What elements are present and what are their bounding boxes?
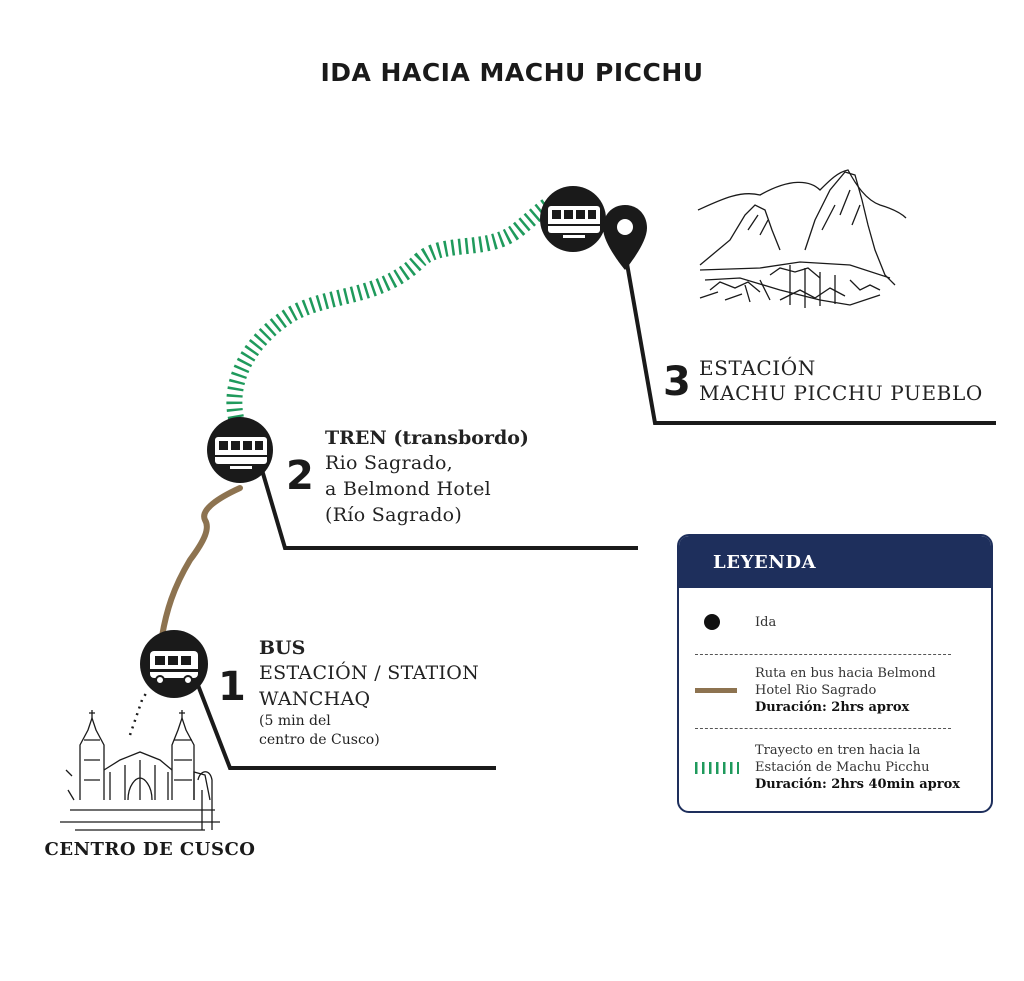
legend-bus-duration: Duración: 2hrs aprox [755,700,910,715]
stop-1-note-2: centro de Cusco) [259,732,380,748]
legend-title: LEYENDA [679,536,991,588]
stop-3-line-2: MACHU PICCHU PUEBLO [699,381,983,405]
stop-1-number: 1 [218,664,246,710]
legend-train-line-1: Trayecto en tren hacia la [755,743,921,758]
stop-2-line-3: (Río Sagrado) [325,504,463,526]
origin-connector [128,689,150,736]
stop-1-details: BUS ESTACIÓN / STATION WANCHAQ (5 min de… [259,636,479,750]
legend-box: LEYENDA Ida Ruta en bus hacia Belmond Ho… [677,534,993,813]
stop-3-details: ESTACIÓN MACHU PICCHU PUEBLO [699,356,983,406]
legend-item-train: Trayecto en tren hacia la Estación de Ma… [755,742,960,793]
origin-label: CENTRO DE CUSCO [44,839,256,860]
stop-1-note-1: (5 min del [259,713,331,729]
stop-2-mode: TREN (transbordo) [325,427,529,449]
machu-picchu-illustration [697,169,907,308]
train-icon [207,417,273,483]
legend-item-bus: Ruta en bus hacia Belmond Hotel Rio Sagr… [755,665,936,716]
legend-item-ida: Ida [755,615,777,630]
bus-icon [140,630,208,698]
stop-2-line-2: a Belmond Hotel [325,478,492,500]
stop-1-mode: BUS [259,637,306,659]
stop-3-line-1: ESTACIÓN [699,356,816,380]
legend-bus-line-1: Ruta en bus hacia Belmond [755,666,936,681]
legend-dot-icon [704,614,720,630]
legend-bus-route-swatch [695,688,737,693]
stop-2-line-1: Rio Sagrado, [325,452,454,474]
stop-2-leader-line [260,469,638,550]
legend-train-duration: Duración: 2hrs 40min aprox [755,777,961,792]
cusco-cathedral-illustration [60,710,220,831]
page-title: IDA HACIA MACHU PICCHU [320,58,704,87]
stop-2-details: TREN (transbordo) Rio Sagrado, a Belmond… [325,426,529,528]
legend-divider [695,728,951,729]
stop-3-number: 3 [663,359,691,405]
train-route-line [226,198,553,420]
map-pin-icon [603,205,647,270]
stop-1-line-1: ESTACIÓN / STATION [259,662,480,684]
bus-route-line [157,485,243,653]
legend-train-route-swatch [695,762,739,774]
stop-1-leader-line [194,679,496,770]
train-icon-terminal [540,186,606,252]
stop-2-number: 2 [286,453,314,499]
legend-train-line-2: Estación de Machu Picchu [755,760,930,775]
stop-3-leader-line [624,257,996,425]
legend-bus-line-2: Hotel Rio Sagrado [755,683,877,698]
legend-divider [695,654,951,655]
stop-1-line-2: WANCHAQ [259,688,371,710]
